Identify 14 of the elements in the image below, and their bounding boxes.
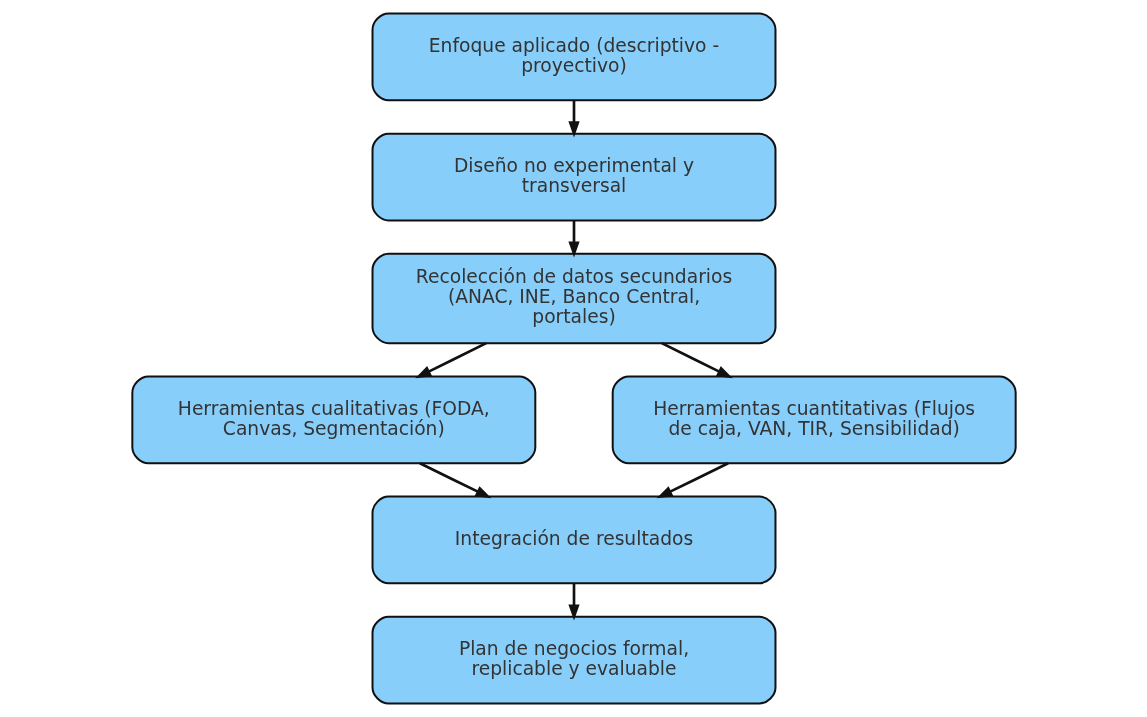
arrow	[660, 341, 733, 379]
node-box: Plan de negocios formal, replicable y evaluable	[371, 615, 776, 705]
node-box: Integración de resultados	[371, 495, 776, 585]
arrow	[414, 341, 487, 379]
node-box: Enfoque aplicado (descriptivo - proyectivo)	[371, 12, 776, 102]
arrow	[656, 462, 729, 499]
arrow	[567, 100, 580, 138]
node-box: Herramientas cualitativas (FODA, Canvas, Segmentación)	[130, 375, 536, 465]
arrow	[567, 583, 580, 621]
arrow	[418, 462, 491, 499]
node-box: Recolección de datos secundarios (ANAC, INE, Banco Central, portales)	[371, 252, 776, 345]
node-box: Herramientas cuantitativas (Flujos de caja, VAN, TIR, Sensibilidad)	[611, 375, 1017, 465]
node-box: Diseño no experimental y transversal	[371, 132, 776, 222]
arrow	[567, 220, 580, 258]
